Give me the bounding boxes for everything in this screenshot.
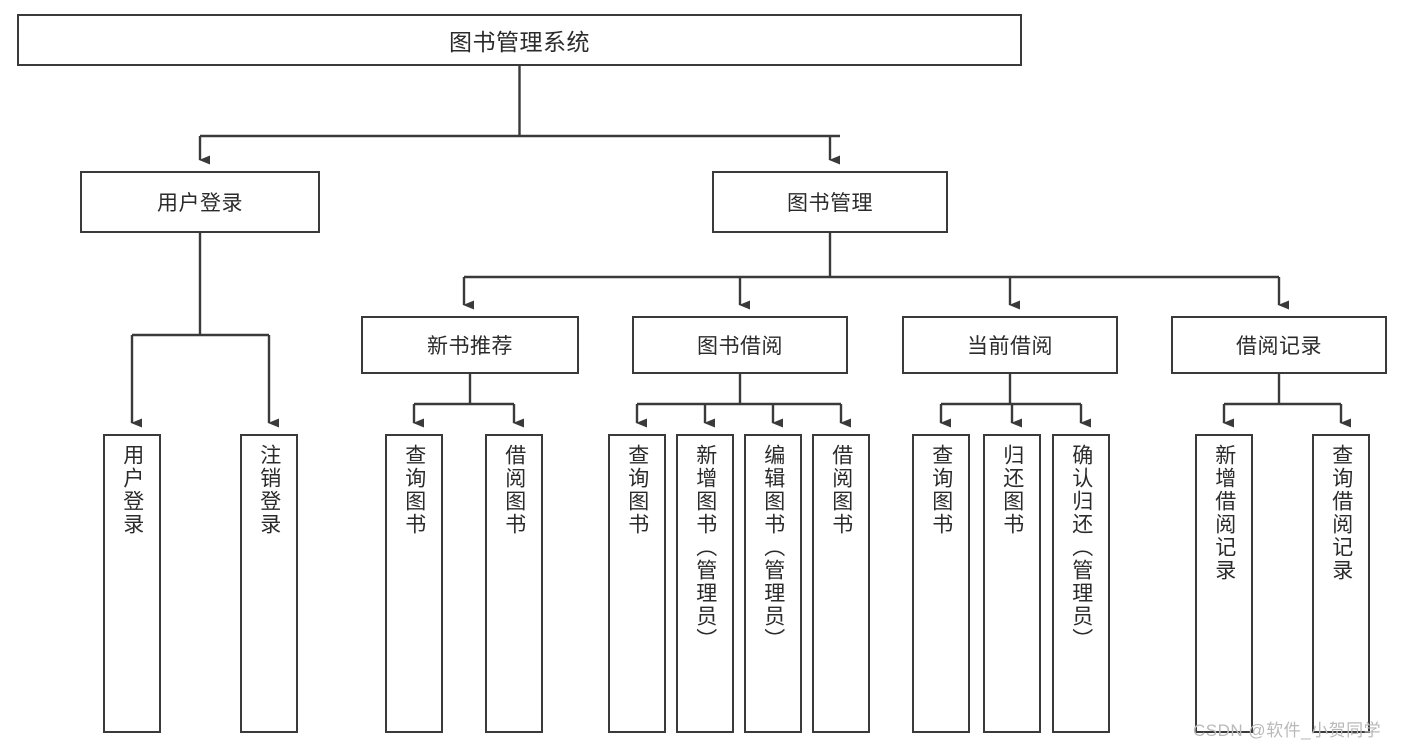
node-borrow-record[interactable]: 借阅记录 [1171,316,1387,374]
node-leaf-user-logout[interactable]: 注销登录 [240,434,298,733]
leaf-label: 编辑图书（管理员） [761,444,785,651]
node-leaf-borrow-book[interactable]: 借阅图书 [812,434,870,733]
leaf-label: 查询图书 [625,444,649,536]
edge-group-current-borrow [939,374,1091,428]
node-root-system[interactable]: 图书管理系统 [17,14,1022,66]
node-leaf-add-book-admin[interactable]: 新增图书（管理员） [676,434,734,733]
edge-group-user-login [130,233,279,428]
leaf-label: 新增图书（管理员） [693,444,717,651]
leaf-label: 借阅图书 [829,444,853,536]
edge-group-book-management [462,233,1289,310]
edge-group-new-book-recommend [412,374,524,428]
node-leaf-query-books-borrow[interactable]: 查询图书 [608,434,666,733]
leaf-label: 查询图书 [402,444,426,536]
leaf-label: 用户登录 [120,444,144,536]
node-leaf-edit-book-admin[interactable]: 编辑图书（管理员） [744,434,802,733]
leaf-label: 查询借阅记录 [1329,444,1353,582]
leaf-label: 归还图书 [1000,444,1024,536]
node-book-borrow[interactable]: 图书借阅 [632,316,848,374]
leaf-label: 确认归还（管理员） [1069,444,1093,651]
edge-group-root [198,66,840,165]
node-leaf-query-books-current[interactable]: 查询图书 [912,434,970,733]
csdn-watermark: CSDN @软件_小贺同学 [1193,721,1382,740]
node-leaf-query-borrow-record[interactable]: 查询借阅记录 [1312,434,1370,733]
node-leaf-confirm-return-admin[interactable]: 确认归还（管理员） [1052,434,1110,733]
node-leaf-query-books-rec[interactable]: 查询图书 [385,434,443,733]
leaf-label: 注销登录 [257,444,281,536]
leaf-label: 借阅图书 [502,444,526,536]
edge-group-book-borrow [635,374,851,428]
node-user-login[interactable]: 用户登录 [80,171,320,233]
node-leaf-user-login[interactable]: 用户登录 [103,434,161,733]
node-leaf-return-book[interactable]: 归还图书 [983,434,1041,733]
leaf-label: 新增借阅记录 [1212,444,1236,582]
node-book-management[interactable]: 图书管理 [712,171,948,233]
node-current-borrow[interactable]: 当前借阅 [902,316,1118,374]
edge-group-borrow-record [1222,374,1351,428]
node-new-book-recommend[interactable]: 新书推荐 [361,316,579,374]
node-leaf-borrow-books-rec[interactable]: 借阅图书 [485,434,543,733]
node-leaf-add-borrow-record[interactable]: 新增借阅记录 [1195,434,1253,733]
leaf-label: 查询图书 [929,444,953,536]
